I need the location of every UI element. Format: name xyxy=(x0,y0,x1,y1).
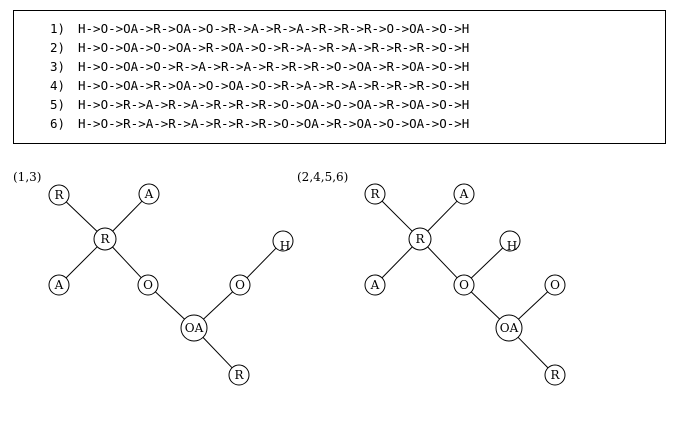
sequence-line-2: 2) H->O->OA->O->OA->R->OA->O->R->A->R->A-… xyxy=(50,38,469,57)
node-h: H xyxy=(272,230,294,253)
node-circle xyxy=(228,364,250,386)
node-r: R xyxy=(408,227,432,251)
node-a: A xyxy=(453,183,475,205)
node-o: O xyxy=(137,274,159,296)
node-circle xyxy=(364,183,386,205)
sequence-number: 1) xyxy=(50,21,66,36)
node-circle xyxy=(453,183,475,205)
node-label: O xyxy=(143,278,153,292)
tree-label: (1,3) xyxy=(13,170,41,184)
sequence-text: H->O->OA->O->R->A->R->A->R->R->R->O->OA-… xyxy=(78,59,470,74)
sequence-number: 5) xyxy=(50,97,66,112)
node-circle xyxy=(544,274,566,296)
sequence-text: H->O->R->A->R->A->R->R->R->O->OA->R->OA-… xyxy=(78,116,470,131)
node-r: R xyxy=(364,183,386,205)
node-circle xyxy=(138,183,160,205)
node-r: R xyxy=(544,364,566,386)
node-label: A xyxy=(144,187,154,201)
edge-oa-r2 xyxy=(517,336,549,369)
node-circle xyxy=(93,227,117,251)
node-circle xyxy=(544,364,566,386)
edge-oa-o2 xyxy=(518,291,549,320)
node-label: O xyxy=(459,278,469,292)
node-label: R xyxy=(54,188,64,202)
node-label: R xyxy=(100,232,110,246)
edge-rc-o1 xyxy=(427,246,458,279)
sequence-line-4: 4) H->O->OA->R->OA->O->OA->O->R->A->R->A-… xyxy=(50,76,469,95)
node-o: O xyxy=(544,274,566,296)
node-r: R xyxy=(48,184,70,206)
node-label: A xyxy=(54,278,64,292)
edge-a2-rc xyxy=(381,246,413,279)
node-o: O xyxy=(453,274,475,296)
edge-o1-h xyxy=(470,247,504,279)
edge-rc-o1 xyxy=(112,246,142,279)
node-label: R xyxy=(550,368,560,382)
sequence-text: H->O->OA->O->OA->R->OA->O->R->A->R->A->R… xyxy=(78,40,470,55)
node-label: H xyxy=(507,239,517,253)
sequence-line-3: 3) H->O->OA->O->R->A->R->A->R->R->R->O->O… xyxy=(50,57,469,76)
node-circle xyxy=(272,230,294,252)
node-circle xyxy=(48,274,70,296)
edge-a1-rc xyxy=(112,200,143,232)
sequence-line-5: 5) H->O->R->A->R->A->R->R->R->O->OA->O->O… xyxy=(50,95,469,114)
node-circle xyxy=(408,227,432,251)
edge-oa-o2 xyxy=(203,291,234,320)
node-oa: OA xyxy=(495,314,523,342)
node-r: R xyxy=(228,364,250,386)
node-r: R xyxy=(93,227,117,251)
edge-r1-rc xyxy=(381,200,413,232)
edge-oa-r2 xyxy=(202,337,233,369)
node-circle xyxy=(229,274,251,296)
sequence-number: 3) xyxy=(50,59,66,74)
node-circle xyxy=(364,274,386,296)
node-a: A xyxy=(364,274,386,296)
sequence-list-box: 1) H->O->OA->R->OA->O->R->A->R->A->R->R->… xyxy=(13,10,666,144)
edge-o2-h xyxy=(246,247,277,279)
sequence-text: H->O->OA->R->OA->O->OA->O->R->A->R->A->R… xyxy=(78,78,470,93)
node-label: OA xyxy=(500,321,519,335)
node-label: O xyxy=(550,278,560,292)
node-a: A xyxy=(48,274,70,296)
sequence-text: H->O->OA->R->OA->O->R->A->R->A->R->R->R-… xyxy=(78,21,470,36)
node-circle xyxy=(48,184,70,206)
node-circle xyxy=(453,274,475,296)
sequence-number: 6) xyxy=(50,116,66,131)
sequence-text: H->O->R->A->R->A->R->R->R->O->OA->O->OA-… xyxy=(78,97,470,112)
tree-label: (2,4,5,6) xyxy=(297,170,348,184)
sequence-line-6: 6) H->O->R->A->R->A->R->R->R->O->OA->R->O… xyxy=(50,114,469,133)
node-o: O xyxy=(229,274,251,296)
node-label: A xyxy=(370,278,380,292)
sequence-number: 4) xyxy=(50,78,66,93)
tree-diagram-1: (1,3) R A R H A O O OA R xyxy=(13,170,294,386)
node-label: A xyxy=(459,187,469,201)
node-label: H xyxy=(280,239,290,253)
tree-diagram-2: (2,4,5,6) R A R H A O O OA R xyxy=(297,170,566,386)
node-circle xyxy=(495,314,523,342)
node-label: OA xyxy=(185,321,204,335)
sequence-number: 2) xyxy=(50,40,66,55)
node-circle xyxy=(180,314,208,342)
sequence-line-1: 1) H->O->OA->R->OA->O->R->A->R->A->R->R->… xyxy=(50,19,469,38)
edge-r1-rc xyxy=(65,201,98,232)
edge-a2-rc xyxy=(65,246,98,279)
node-label: R xyxy=(415,232,425,246)
node-circle xyxy=(499,230,521,252)
node-a: A xyxy=(138,183,160,205)
edge-o1-oa xyxy=(470,291,500,320)
edge-a1-rc xyxy=(427,200,458,232)
node-label: O xyxy=(235,278,245,292)
node-circle xyxy=(137,274,159,296)
node-h: H xyxy=(499,230,521,253)
edge-o1-oa xyxy=(154,291,185,320)
node-label: R xyxy=(234,368,244,382)
node-oa: OA xyxy=(180,314,208,342)
node-label: R xyxy=(370,187,380,201)
